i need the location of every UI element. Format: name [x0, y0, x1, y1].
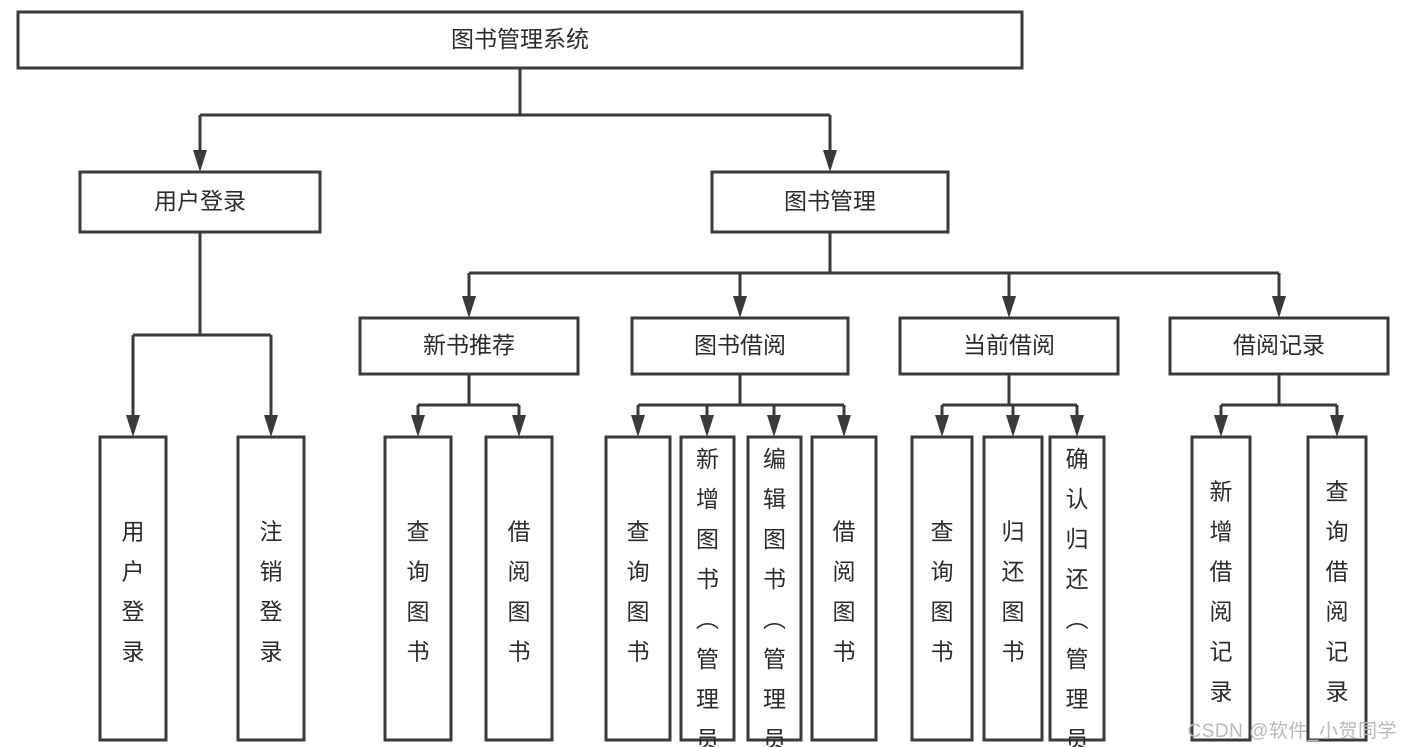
- book-mgmt-drop-2-arrow-icon: [1002, 296, 1016, 318]
- recommend-drop-0-arrow-icon: [411, 415, 425, 437]
- node-leaf-user-login-label: 用户登录: [122, 519, 145, 665]
- book-mgmt-drop-1-arrow-icon: [733, 296, 747, 318]
- node-leaf-add-record[interactable]: 新增借阅记录: [1190, 435, 1252, 742]
- node-leaf-query-book-current[interactable]: 查询图书: [910, 435, 974, 742]
- recommend-drop-1-arrow-icon: [512, 415, 526, 437]
- current-drop-0-arrow-icon: [935, 415, 949, 437]
- root-drop-1-arrow-icon: [823, 150, 837, 172]
- node-leaf-logout[interactable]: 注销登录: [236, 435, 306, 742]
- borrow-drop-3-arrow-icon: [837, 415, 851, 437]
- node-leaf-borrow-book-rect[interactable]: [810, 435, 878, 742]
- node-leaf-logout-rect[interactable]: [236, 435, 306, 742]
- node-new-book-recommend-label: 新书推荐: [423, 332, 515, 358]
- node-leaf-query-book-borrow[interactable]: 查询图书: [604, 435, 672, 742]
- node-leaf-return-book-label: 归还图书: [1002, 519, 1025, 665]
- borrow-drop-1-arrow-icon: [700, 415, 714, 437]
- node-leaf-query-record-label: 查询借阅记录: [1326, 479, 1349, 705]
- node-new-book-recommend-rect[interactable]: [358, 316, 580, 376]
- root-drop-0-arrow-icon: [193, 150, 207, 172]
- node-leaf-add-book-rect[interactable]: [679, 435, 736, 742]
- current-drop-2-arrow-icon: [1070, 415, 1084, 437]
- node-leaf-logout-label: 注销登录: [260, 519, 283, 665]
- node-book-management-rect[interactable]: [710, 170, 950, 234]
- borrow-drop-2-arrow-icon: [767, 415, 781, 437]
- node-book-borrow-label: 图书借阅: [694, 332, 786, 358]
- node-leaf-add-book-label: 新增图书︵管理员︶: [696, 446, 719, 747]
- book-mgmt-drop-3-arrow-icon: [1272, 296, 1286, 318]
- node-leaf-borrow-book-label: 借阅图书: [833, 519, 856, 665]
- node-leaf-borrow-book-recommend-rect[interactable]: [484, 435, 554, 742]
- node-leaf-borrow-book-recommend-label: 借阅图书: [508, 519, 531, 665]
- node-leaf-query-book-recommend[interactable]: 查询图书: [383, 435, 453, 742]
- node-root-system-rect[interactable]: [16, 10, 1024, 70]
- node-leaf-query-book-borrow-label: 查询图书: [627, 519, 650, 665]
- node-leaf-user-login[interactable]: 用户登录: [98, 435, 168, 742]
- node-current-borrow[interactable]: 当前借阅: [898, 316, 1120, 376]
- borrow-drop-0-arrow-icon: [631, 415, 645, 437]
- current-drop-1-arrow-icon: [1006, 415, 1020, 437]
- node-book-management[interactable]: 图书管理: [710, 170, 950, 234]
- node-borrow-record-label: 借阅记录: [1233, 332, 1325, 358]
- node-leaf-query-book-current-rect[interactable]: [910, 435, 974, 742]
- record-drop-0-arrow-icon: [1214, 415, 1228, 437]
- node-leaf-query-record-rect[interactable]: [1306, 435, 1368, 742]
- node-user-login[interactable]: 用户登录: [78, 170, 322, 234]
- node-leaf-query-book-current-label: 查询图书: [931, 519, 954, 665]
- record-drop-1-arrow-icon: [1330, 415, 1344, 437]
- node-leaf-add-record-label: 新增借阅记录: [1210, 479, 1233, 705]
- node-leaf-add-record-rect[interactable]: [1190, 435, 1252, 742]
- node-leaf-edit-book[interactable]: 编辑图书︵管理员︶: [746, 435, 803, 747]
- node-leaf-user-login-rect[interactable]: [98, 435, 168, 742]
- node-book-management-label: 图书管理: [784, 188, 876, 214]
- node-borrow-record-rect[interactable]: [1168, 316, 1390, 376]
- user-login-drop-1-arrow-icon: [264, 415, 278, 437]
- node-root-system[interactable]: 图书管理系统: [16, 10, 1024, 70]
- node-leaf-return-book-rect[interactable]: [982, 435, 1044, 742]
- node-current-borrow-label: 当前借阅: [963, 332, 1055, 358]
- node-book-borrow-rect[interactable]: [630, 316, 850, 376]
- node-leaf-confirm-return-rect[interactable]: [1048, 435, 1106, 742]
- node-leaf-borrow-book-recommend[interactable]: 借阅图书: [484, 435, 554, 742]
- node-leaf-edit-book-label: 编辑图书︵管理员︶: [763, 446, 786, 747]
- node-leaf-query-book-recommend-label: 查询图书: [407, 519, 430, 665]
- node-leaf-confirm-return-label: 确认归还︵管理员︶: [1066, 446, 1089, 747]
- connectors-layer: [126, 68, 1344, 437]
- node-leaf-query-book-borrow-rect[interactable]: [604, 435, 672, 742]
- node-user-login-label: 用户登录: [154, 188, 246, 214]
- node-user-login-rect[interactable]: [78, 170, 322, 234]
- book-mgmt-drop-0-arrow-icon: [462, 296, 476, 318]
- node-root-system-label: 图书管理系统: [451, 26, 589, 52]
- node-borrow-record[interactable]: 借阅记录: [1168, 316, 1390, 376]
- node-leaf-return-book[interactable]: 归还图书: [982, 435, 1044, 742]
- boxes-layer: 图书管理系统用户登录图书管理新书推荐图书借阅当前借阅借阅记录用户登录注销登录查询…: [16, 10, 1390, 747]
- node-leaf-edit-book-rect[interactable]: [746, 435, 803, 742]
- user-login-drop-0-arrow-icon: [126, 415, 140, 437]
- node-leaf-query-book-recommend-rect[interactable]: [383, 435, 453, 742]
- node-leaf-borrow-book[interactable]: 借阅图书: [810, 435, 878, 742]
- node-leaf-confirm-return[interactable]: 确认归还︵管理员︶: [1048, 435, 1106, 747]
- node-book-borrow[interactable]: 图书借阅: [630, 316, 850, 376]
- node-new-book-recommend[interactable]: 新书推荐: [358, 316, 580, 376]
- node-leaf-add-book[interactable]: 新增图书︵管理员︶: [679, 435, 736, 747]
- node-leaf-query-record[interactable]: 查询借阅记录: [1306, 435, 1368, 742]
- node-current-borrow-rect[interactable]: [898, 316, 1120, 376]
